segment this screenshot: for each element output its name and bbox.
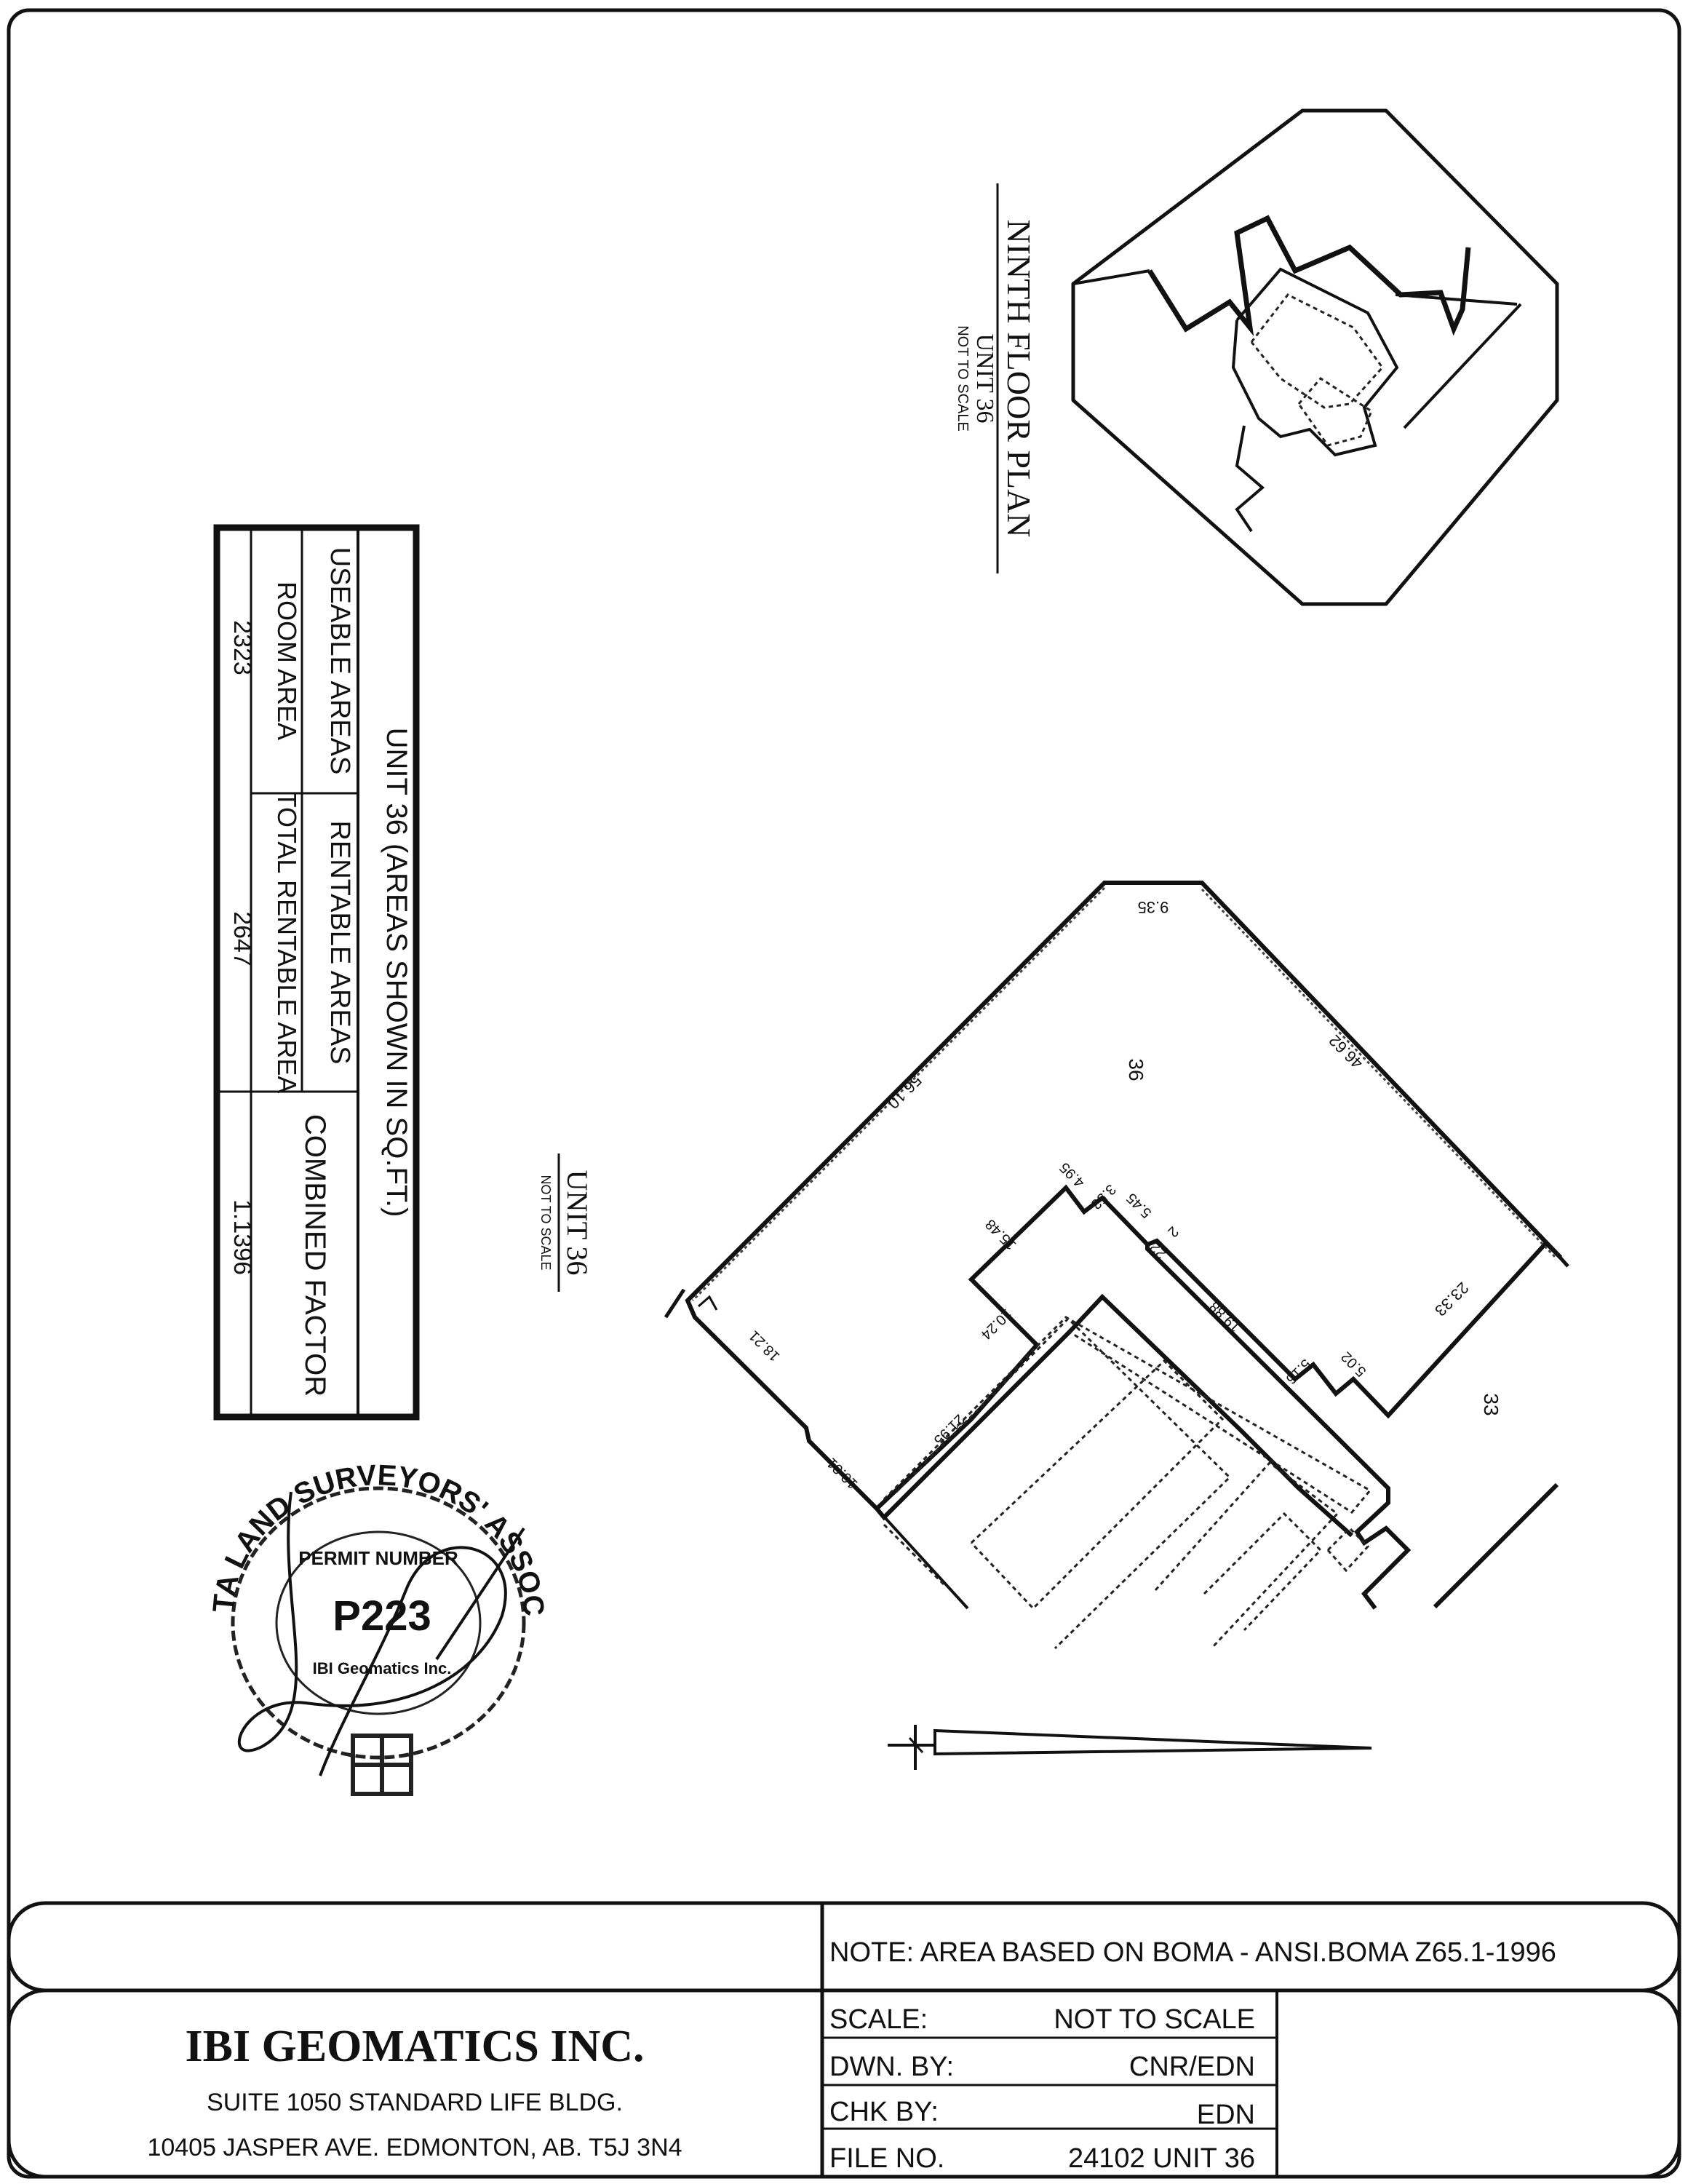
scale-label: SCALE: [829,2004,928,2035]
area-table-heading: UNIT 36 (AREAS SHOWN IN SQ.FT.) [381,728,413,1218]
seal-company: IBI Geomatics Inc. [313,1659,452,1677]
wall-detail-left [698,1295,718,1311]
dim-upper-right: 46.62 [1325,1031,1366,1073]
wall-stub-left [664,1288,686,1319]
file-no-value: 24102 UNIT 36 [1068,2143,1255,2174]
unit-detail-scale-note: NOT TO SCALE [538,1175,553,1270]
drawn-by-value: CNR/EDN [1129,2052,1255,2082]
combined-factor-value: 1.1396 [228,1199,256,1275]
key-plan-outline [1071,108,1559,606]
neighbor-unit-label: 33 [1480,1393,1502,1415]
address-line-2: 10405 JASPER AVE. EDMONTON, AB. T5J 3N4 [147,2134,682,2161]
corridor-wall-upper [1145,1244,1412,1610]
rentable-areas-header: RENTABLE AREAS [325,820,355,1064]
seal-permit-number: P223 [333,1592,431,1640]
company-name: IBI GEOMATICS INC. [185,2022,644,2071]
unit-36-boundary-dashed-right [1201,888,1557,1259]
total-rentable-label: TOTAL RENTABLE AREA [272,792,302,1094]
checked-by-value: EDN [1197,2100,1255,2130]
dim-right-lower: 23.33 [1431,1279,1473,1320]
key-plan-scale-note: NOT TO SCALE [955,325,971,432]
dim-corridor-top: 15.48 [982,1216,1019,1253]
seal-permit-label: PERMIT NUMBER [298,1547,458,1569]
key-plan [1071,108,1559,606]
room-area-value: 2323 [228,620,256,675]
core-rect-4 [1203,1512,1323,1632]
corridor-wall-lower [875,1293,1353,1538]
dim-notch-a: 4.95 [1056,1159,1088,1191]
north-arrow [888,1725,1372,1770]
dim-small-b: 5.02 [1338,1349,1369,1380]
unit-number-label: 36 [1125,1058,1147,1081]
stair-line-1 [875,1507,969,1610]
unit-36-top-edge [1104,881,1563,1260]
key-plan-wall-2 [1395,293,1518,306]
dim-corridor-right: 19.88 [1206,1298,1243,1335]
seal-signature [237,1491,525,1776]
dim-upper-left: 56.10 [884,1071,925,1113]
dim-small-a: 5.16 [1283,1356,1314,1387]
room-area-label: ROOM AREA [272,581,302,740]
checked-by-label: CHK BY: [829,2097,939,2127]
dim-notch-c: 5.45 [1123,1190,1155,1221]
key-plan-wall-4 [1235,425,1265,533]
core-rect-2 [970,1359,1225,1611]
info-band [7,1988,1681,2179]
drawn-by-label: DWN. BY: [829,2052,954,2082]
dim-notch-d: 2 [1165,1223,1182,1240]
sheet-border [7,8,1681,2179]
key-plan-unit: UNIT 36 [971,333,998,423]
key-plan-wall-3 [1403,303,1522,429]
unit-detail-title-block: UNIT 36 NOT TO SCALE [538,1153,594,1292]
unit-detail-plan: 36 33 9.35 46.62 56.10 4.95 3.53 5.45 2 … [664,881,1569,1650]
unit-detail-title: UNIT 36 [561,1170,594,1276]
corridor-dashed-inner [883,1316,1372,1514]
scale-value: NOT TO SCALE [1054,2004,1255,2035]
dim-top: 9.35 [1138,898,1169,916]
core-rect-1 [895,1317,1232,1650]
key-plan-unit-boundary [1147,215,1471,337]
key-plan-core-dashed-2 [1297,377,1373,447]
wall-stub-right [1548,1244,1569,1268]
unit-36-boundary-dashed-left [691,886,1106,1302]
key-plan-core [1231,267,1399,457]
core-rect-5 [1326,1526,1370,1573]
file-no-label: FILE NO. [829,2143,944,2174]
dim-left-lower: 18.21 [746,1327,783,1365]
boma-note: NOTE: AREA BASED ON BOMA - ANSI.BOMA Z65… [829,1937,1556,1968]
total-rentable-value: 2647 [228,911,256,966]
key-plan-title-block: NINTH FLOOR PLAN UNIT 36 NOT TO SCALE [955,183,1038,573]
area-table: UNIT 36 (AREAS SHOWN IN SQ.FT.) USEABLE … [213,524,420,1421]
key-plan-wall-1 [1072,269,1150,285]
unit-36-boundary [685,881,1563,1512]
combined-factor-header: COMBINED FACTOR [299,1114,331,1397]
address-line-1: SUITE 1050 STANDARD LIFE BLDG. [207,2089,623,2116]
useable-areas-header: USEABLE AREAS [325,547,355,775]
key-plan-title: NINTH FLOOR PLAN [1000,220,1038,538]
stair-line-2 [883,1523,947,1588]
dim-corridor-left: 10.24 [978,1306,1015,1343]
title-block: NOTE: AREA BASED ON BOMA - ANSI.BOMA Z65… [7,1901,1681,2179]
core-rect-3 [1154,1461,1339,1650]
area-table-frame [213,524,420,1421]
neighbor-wall [1433,1482,1559,1609]
